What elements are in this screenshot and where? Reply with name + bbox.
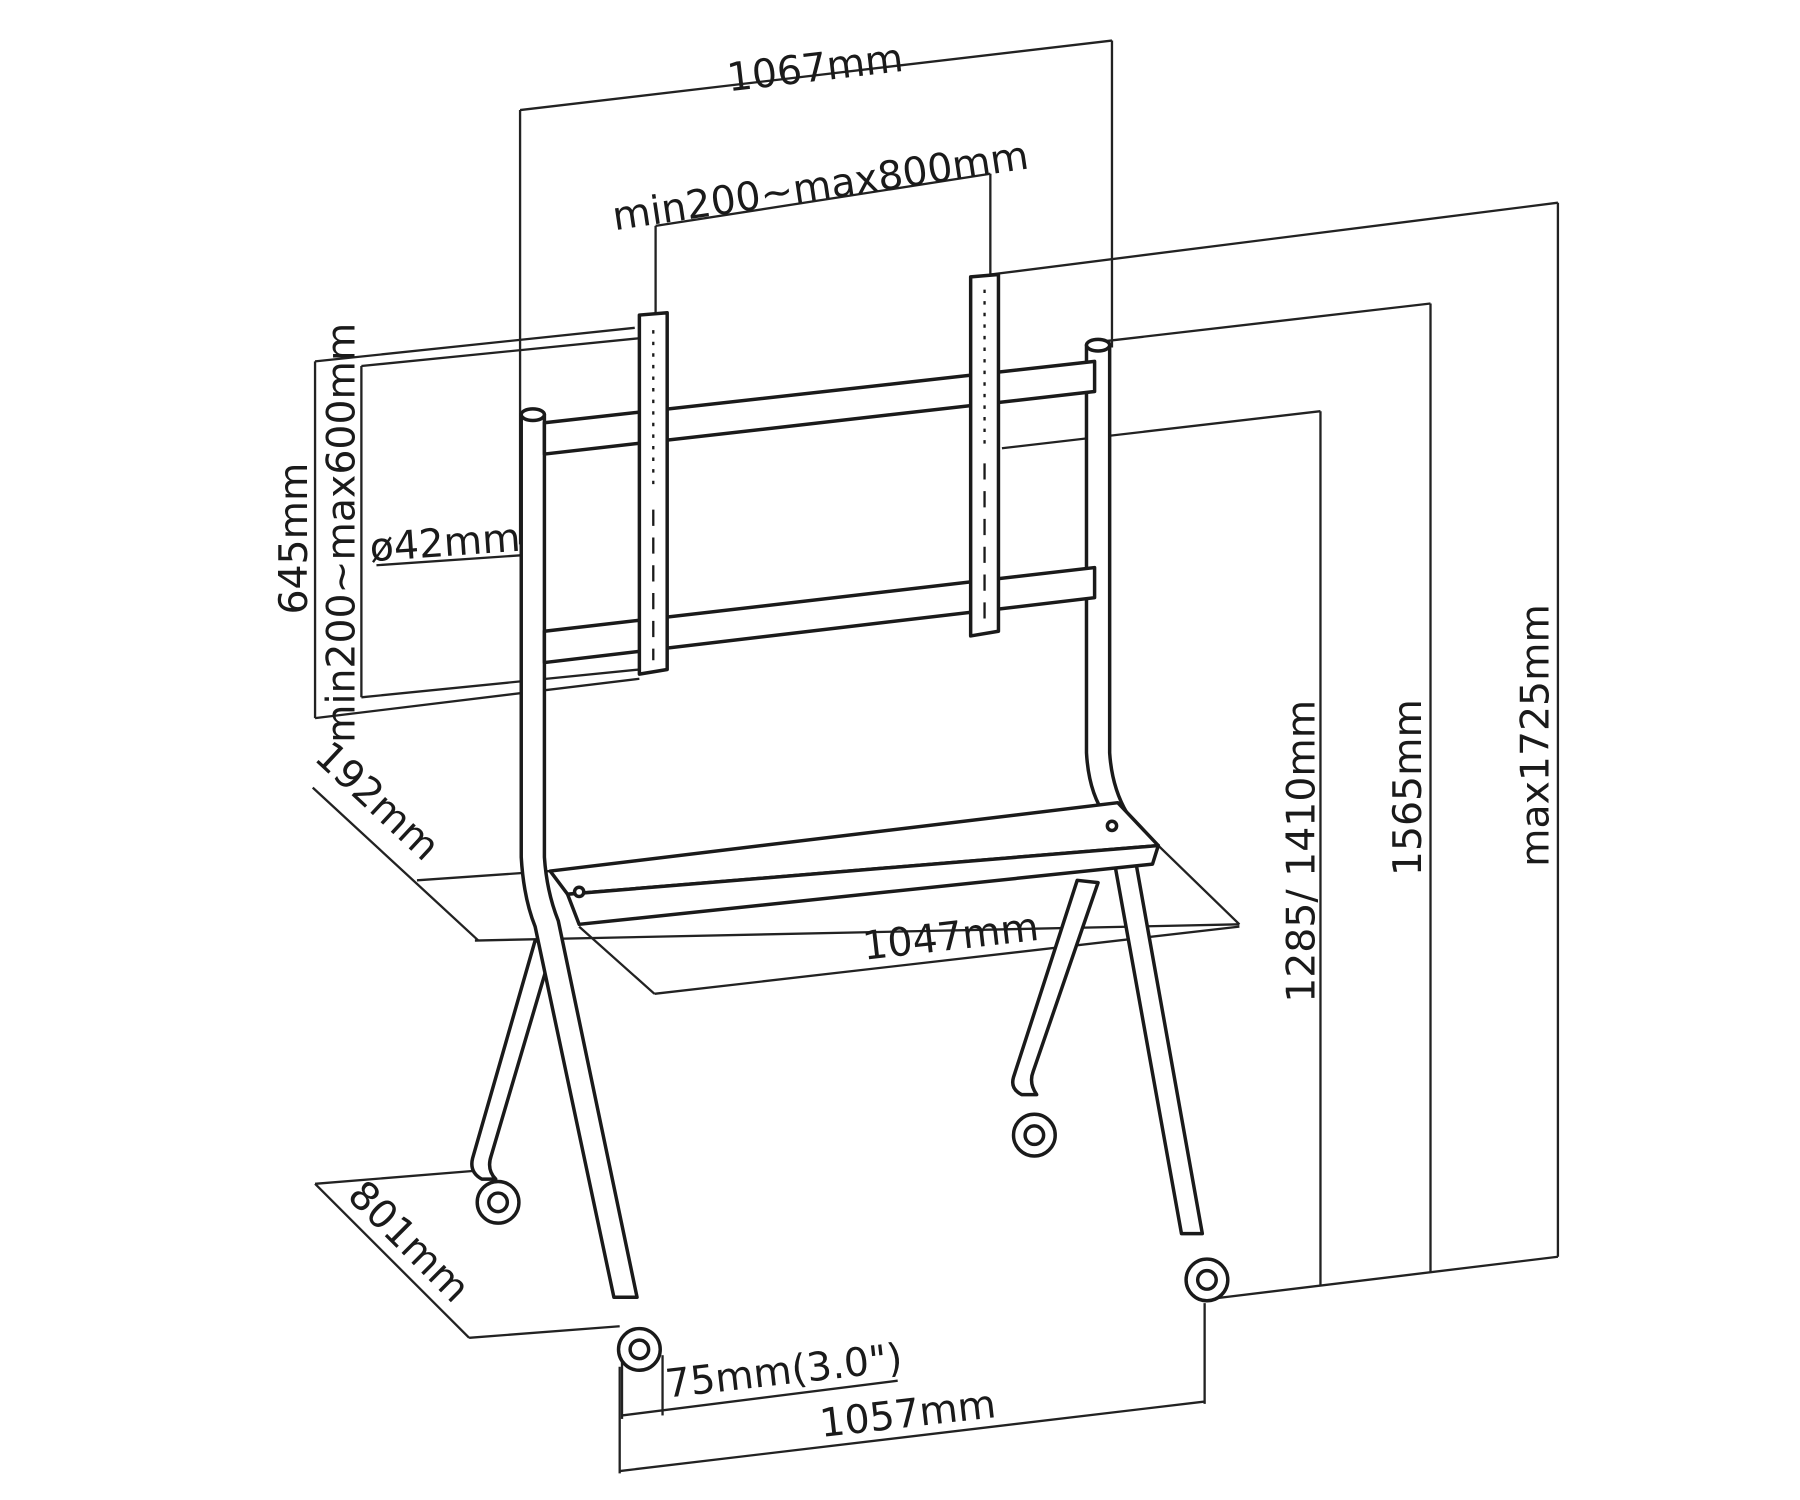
- bracket-height-label: 645mm: [271, 463, 317, 615]
- top-crossbar: [542, 359, 1097, 456]
- stand: [470, 272, 1230, 1373]
- right-post: [1084, 343, 1205, 1236]
- casters: [475, 1112, 1230, 1373]
- base-width-label: 1057mm: [817, 1381, 998, 1447]
- base-depth-label: 801mm: [339, 1172, 479, 1312]
- bottom-crossbar: [542, 565, 1097, 665]
- center-height-label: 1285/ 1410mm: [1279, 700, 1325, 1003]
- pole-height-label: 1565mm: [1385, 699, 1431, 876]
- pole-diameter-label: ø42mm: [368, 515, 522, 571]
- left-back-leg: [470, 938, 556, 1181]
- vesa-vertical-label: min200~max600mm: [318, 323, 364, 743]
- vesa-horizontal-label: min200~max800mm: [609, 133, 1031, 241]
- overall-width-label: 1067mm: [725, 35, 906, 101]
- max-height-label: max1725mm: [1513, 604, 1559, 867]
- left-post: [519, 412, 639, 1300]
- shelf-width-label: 1047mm: [860, 904, 1041, 970]
- right-back-leg: [1010, 878, 1100, 1097]
- right-vesa-plate: [968, 272, 1001, 638]
- left-vesa-plate: [637, 311, 669, 676]
- dimension-lines: [311, 39, 1560, 1474]
